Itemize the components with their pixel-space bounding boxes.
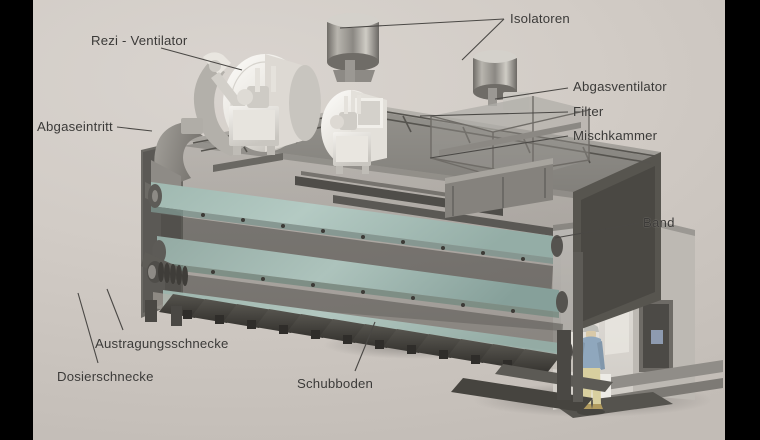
label-dosierschnecke: Dosierschnecke	[57, 369, 154, 384]
label-rezi-ventilator: Rezi - Ventilator	[91, 33, 188, 48]
human-figure	[577, 324, 605, 416]
leader-lines	[77, 18, 640, 372]
leader-abgaseintritt	[116, 126, 153, 132]
screw-conveyors	[141, 252, 188, 286]
machine-rendering	[77, 13, 723, 418]
illustration-canvas: Rezi - Ventilator Isolatoren Abgasventil…	[33, 0, 725, 440]
label-abgasventilator: Abgasventilator	[573, 79, 667, 94]
leader-rezi-ventilator	[160, 47, 243, 71]
isolatoren-cylinders	[327, 13, 529, 110]
leader-band	[554, 222, 640, 239]
label-band: Band	[643, 215, 675, 230]
leader-filter	[419, 111, 569, 117]
leader-austragungsschnecke	[106, 288, 124, 331]
label-isolatoren: Isolatoren	[510, 11, 570, 26]
leader-isolatoren-b	[461, 18, 505, 61]
label-abgaseintritt: Abgaseintritt	[37, 119, 113, 134]
rezi-ventilator-fan	[193, 52, 321, 156]
schubboden-slats	[153, 292, 613, 412]
leader-dosierschnecke	[77, 292, 99, 364]
leader-abgasventilator	[494, 87, 569, 100]
label-austragungsschnecke: Austragungsschnecke	[95, 336, 229, 351]
support-legs	[145, 252, 583, 402]
label-schubboden: Schubboden	[297, 376, 374, 391]
leader-mischkammer	[429, 135, 569, 159]
leader-schubboden	[354, 321, 376, 372]
austragungsschnecke	[147, 261, 188, 286]
abgasventilator-fan	[321, 90, 387, 174]
isolator-left	[327, 13, 379, 82]
label-filter: Filter	[573, 104, 604, 119]
leader-isolatoren-a	[339, 18, 505, 29]
letterbox-bar-left	[0, 0, 33, 440]
letterbox-bar-right	[725, 0, 760, 440]
label-mischkammer: Mischkammer	[573, 128, 658, 143]
